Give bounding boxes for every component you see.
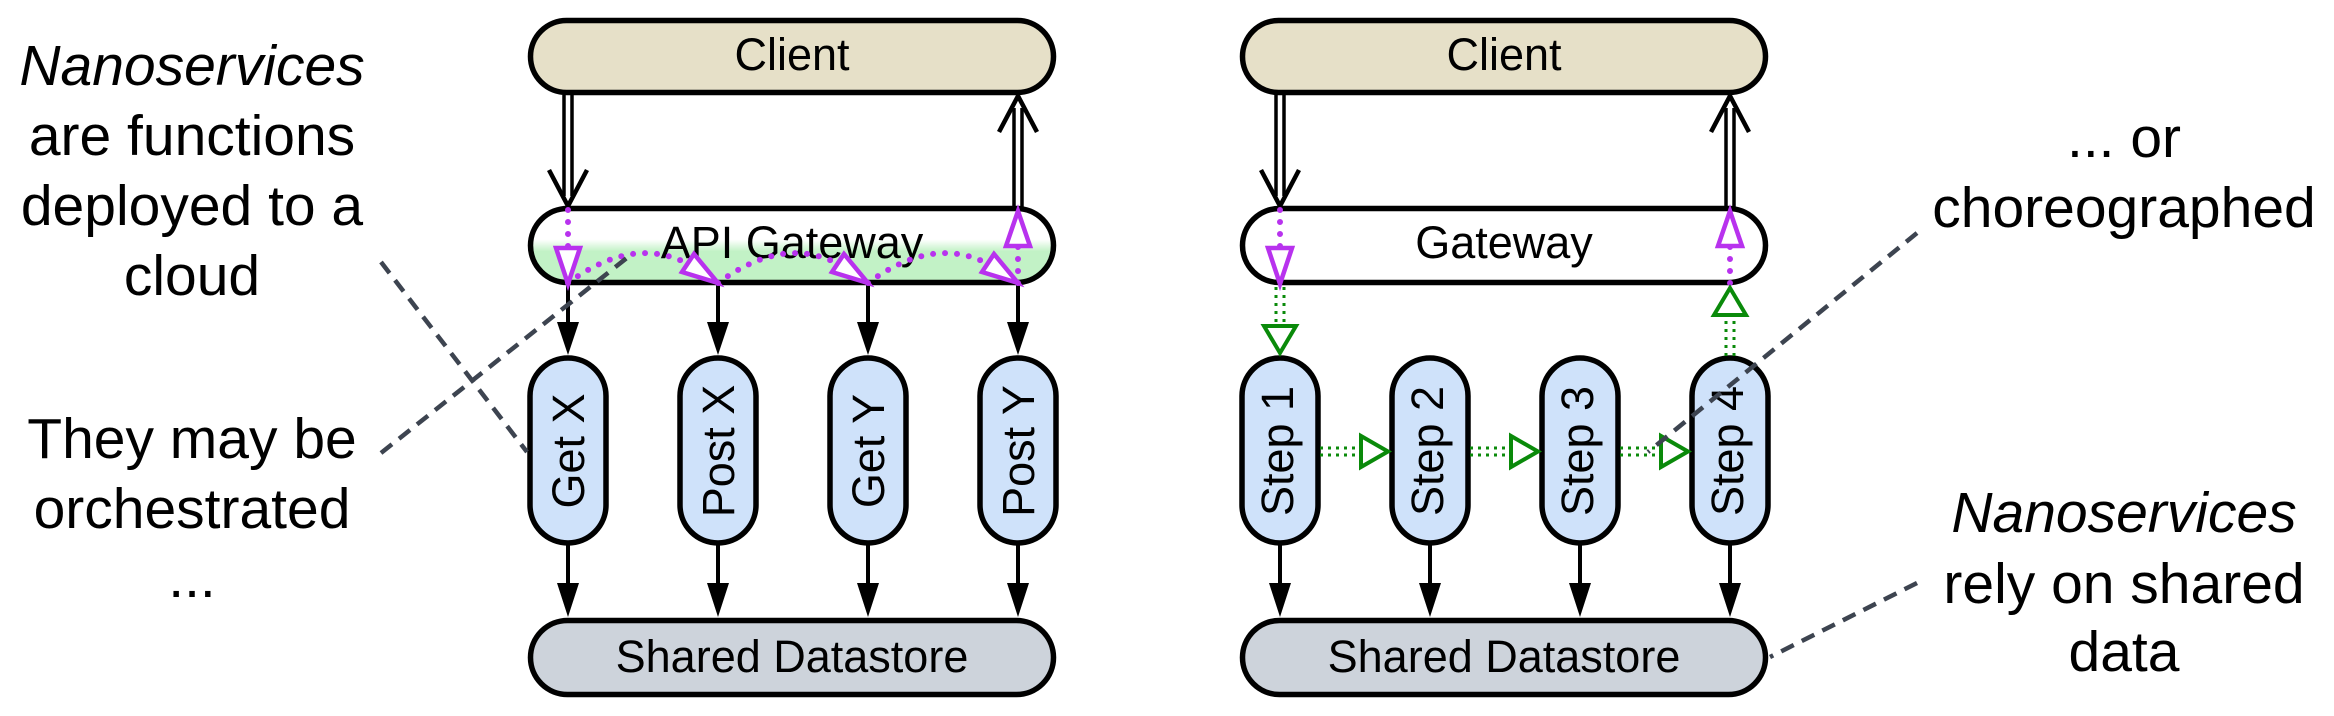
arrowhead-icon bbox=[1007, 322, 1029, 355]
arrowhead-icon bbox=[1269, 583, 1291, 617]
arrowhead-icon bbox=[857, 583, 879, 617]
open-arrowhead-down-icon bbox=[1259, 168, 1301, 211]
function-label-get-x: Get X bbox=[543, 393, 594, 508]
open-arrowhead-up-icon bbox=[1709, 91, 1751, 134]
shared-datastore-label: Shared Datastore bbox=[616, 631, 969, 682]
client-node bbox=[1239, 17, 1769, 96]
response-arrow bbox=[997, 91, 1039, 208]
leader-line-orchestrated bbox=[379, 255, 630, 455]
event-arrowhead-down-icon bbox=[1260, 324, 1300, 357]
flow-arrowhead-icon bbox=[978, 250, 1025, 288]
arrowhead-icon bbox=[1569, 583, 1591, 617]
step-label-2: Step 2 bbox=[1402, 386, 1453, 516]
orchestration-flow bbox=[552, 204, 1034, 292]
function-node-get-x bbox=[527, 355, 609, 546]
function-label-get-y: Get Y bbox=[843, 394, 894, 508]
arrowhead-icon bbox=[557, 322, 579, 355]
step-label-1: Step 1 bbox=[1252, 386, 1303, 516]
step-label-4: Step 4 bbox=[1702, 386, 1753, 516]
choreographed-diagram: Client Gateway Step 1 Step 2 Step 3 Step… bbox=[1239, 17, 1771, 698]
step-node-1 bbox=[1239, 355, 1321, 546]
gateway-flow bbox=[1264, 204, 1746, 292]
request-arrow bbox=[547, 95, 589, 211]
function-label-post-x: Post X bbox=[693, 385, 744, 518]
step-node-3 bbox=[1539, 355, 1621, 546]
event-arrowhead-right-icon bbox=[1659, 432, 1693, 471]
arrowhead-icon bbox=[857, 322, 879, 355]
annotation-line: cloud bbox=[124, 244, 260, 308]
function-to-datastore-arrows bbox=[557, 545, 1029, 617]
step-node-4 bbox=[1689, 355, 1771, 546]
function-label-post-y: Post Y bbox=[993, 385, 1044, 517]
open-arrowhead-down-icon bbox=[547, 168, 589, 211]
arrowhead-icon bbox=[707, 322, 729, 355]
flow-arrowhead-up-icon bbox=[1714, 204, 1746, 249]
annotation-shared-data: Nanoservices rely on shared data bbox=[1943, 481, 2304, 684]
gateway-node bbox=[1239, 205, 1769, 286]
annotation-line: ... bbox=[168, 546, 216, 610]
function-node-post-x bbox=[677, 355, 759, 546]
orchestrated-diagram: Client API Gateway Get X Post X Get Y Po… bbox=[527, 17, 1059, 698]
annotation-choreographed: ... or choreographed bbox=[1932, 106, 2315, 240]
annotation-functions: Nanoservices are functions deployed to a… bbox=[19, 34, 364, 308]
annotation-line: ... or bbox=[2067, 106, 2181, 170]
function-node-post-y bbox=[977, 355, 1059, 546]
choreography-flow bbox=[1260, 284, 1750, 471]
leader-line-shared-data bbox=[1768, 580, 1919, 660]
client-node bbox=[527, 17, 1057, 96]
arrowhead-icon bbox=[1419, 583, 1441, 617]
gateway-label: Gateway bbox=[1415, 217, 1593, 268]
api-gateway-node bbox=[527, 205, 1057, 286]
open-arrowhead-up-icon bbox=[997, 91, 1039, 134]
event-arrowhead-up-icon bbox=[1710, 284, 1750, 317]
arrowhead-icon bbox=[707, 583, 729, 617]
annotation-line: deployed to a bbox=[21, 174, 364, 238]
arrowhead-icon bbox=[1719, 583, 1741, 617]
api-gateway-label: API Gateway bbox=[661, 217, 924, 268]
step-node-2 bbox=[1389, 355, 1471, 546]
shared-datastore-node bbox=[1239, 617, 1769, 698]
flow-arrowhead-up-icon bbox=[1002, 204, 1034, 249]
flow-arrowhead-down-icon bbox=[552, 245, 584, 292]
step-label-3: Step 3 bbox=[1552, 386, 1603, 516]
annotation-line: They may be bbox=[27, 407, 356, 471]
leader-line-functions bbox=[379, 260, 529, 454]
annotation-line: orchestrated bbox=[34, 477, 351, 541]
step-to-datastore-arrows bbox=[1269, 545, 1741, 617]
flow-arrowhead-icon bbox=[678, 250, 725, 288]
flow-arrowhead-down-icon bbox=[1264, 245, 1296, 292]
arrowhead-icon bbox=[557, 583, 579, 617]
event-arrowhead-right-icon bbox=[1509, 432, 1543, 471]
annotation-line: Nanoservices bbox=[1951, 481, 2296, 545]
event-arrowhead-right-icon bbox=[1359, 432, 1393, 471]
client-label: Client bbox=[734, 29, 850, 80]
flow-arrowhead-icon bbox=[828, 250, 875, 288]
leader-line-choreographed bbox=[1646, 231, 1919, 454]
function-node-get-y bbox=[827, 355, 909, 546]
annotation-line: choreographed bbox=[1932, 176, 2315, 240]
annotation-line: Nanoservices bbox=[19, 34, 364, 98]
annotation-orchestrated: They may be orchestrated ... bbox=[27, 407, 356, 610]
shared-datastore-node bbox=[527, 617, 1057, 698]
annotation-line: are functions bbox=[29, 104, 355, 168]
request-arrow bbox=[1259, 95, 1301, 211]
annotation-line: data bbox=[2069, 620, 2180, 684]
response-arrow bbox=[1709, 91, 1751, 208]
arrowhead-icon bbox=[1007, 583, 1029, 617]
gateway-to-function-arrows bbox=[557, 285, 1029, 355]
annotation-line: rely on shared bbox=[1943, 552, 2304, 616]
shared-datastore-label: Shared Datastore bbox=[1328, 631, 1681, 682]
leader-lines bbox=[379, 231, 1919, 660]
client-label: Client bbox=[1446, 29, 1562, 80]
